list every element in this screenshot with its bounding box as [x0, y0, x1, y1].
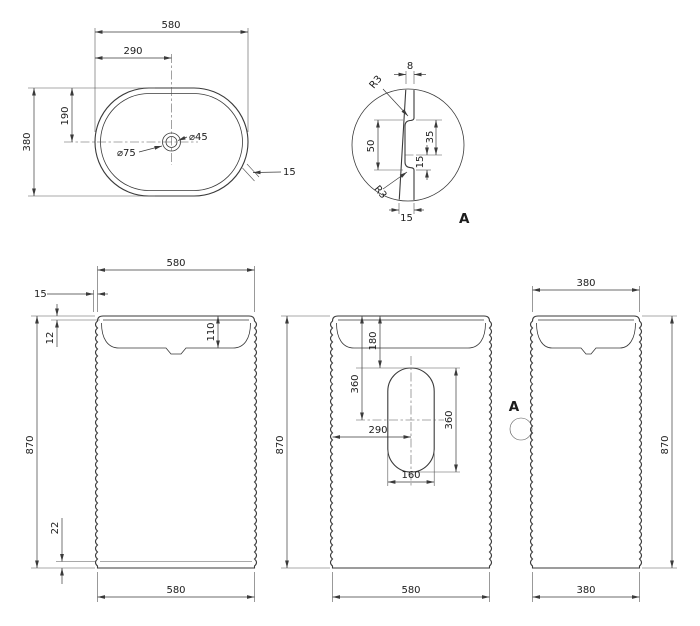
plan-outline — [64, 54, 249, 197]
front-right-fluted-edge — [253, 320, 258, 567]
tap-diameter-label: ⌀45 — [189, 132, 208, 143]
detail-circle — [351, 88, 465, 202]
front-dimensions — [31, 266, 255, 602]
front-bottom-edge — [96, 565, 256, 569]
rear-basin-line — [336, 322, 486, 349]
plan-center-x-label: 290 — [123, 46, 142, 57]
plan-dimensions — [28, 28, 282, 197]
drain-diameter-label: ⌀75 — [117, 148, 136, 159]
side-width-top-label: 380 — [576, 278, 595, 289]
front-basin-depth-label: 110 — [206, 322, 217, 341]
side-view: 380 870 380 A — [509, 278, 677, 602]
side-top-edge — [531, 315, 641, 322]
wall-top-thickness-label: 8 — [407, 61, 413, 72]
rear-height-label: 870 — [275, 435, 286, 454]
front-width-bottom-label: 580 — [166, 585, 185, 596]
rear-view: 180 360 360 290 160 870 580 — [275, 315, 493, 602]
rear-opening-top-offset-label: 180 — [368, 331, 379, 350]
rear-dimensions — [281, 315, 490, 602]
plan-view: 580 290 190 380 ⌀75 ⌀45 15 — [22, 20, 296, 197]
side-detail-callout-label: A — [509, 399, 520, 415]
detail-dimensions — [374, 71, 442, 214]
front-outline — [94, 315, 258, 569]
groove-lower-label: 15 — [415, 156, 426, 169]
front-top-edge — [96, 315, 256, 322]
side-height-label: 870 — [660, 435, 671, 454]
wall-outer-face — [398, 89, 407, 201]
plan-rim-width-label: 15 — [283, 167, 296, 178]
side-dimensions — [532, 286, 677, 602]
front-flute-depth-label: 15 — [34, 289, 47, 300]
groove-height-label: 50 — [366, 140, 377, 153]
front-base-height-label: 22 — [50, 522, 61, 535]
side-bottom-edge — [531, 565, 641, 569]
rear-bottom-edge — [331, 565, 491, 569]
rear-opening-height-label: 360 — [444, 410, 455, 429]
front-basin-line — [101, 322, 251, 355]
detail-view: 8 R3 R3 50 35 15 15 A — [351, 61, 470, 227]
side-outline — [509, 315, 643, 569]
rear-opening-width-label: 160 — [401, 470, 420, 481]
groove-upper-label: 35 — [425, 131, 436, 144]
rear-opening-center-x-label: 290 — [368, 425, 387, 436]
rear-width-bottom-label: 580 — [401, 585, 420, 596]
rear-top-edge — [331, 315, 491, 322]
plan-center-y-label: 190 — [60, 106, 71, 125]
front-height-label: 870 — [25, 435, 36, 454]
fillet-bottom-label: R3 — [371, 184, 388, 201]
rear-opening-center-offset-label: 360 — [350, 374, 361, 393]
wall-bottom-thickness-label: 15 — [400, 213, 413, 224]
plan-depth-label: 380 — [22, 132, 33, 151]
detail-callout-circle — [509, 417, 533, 441]
detail-section — [398, 89, 415, 201]
front-width-top-label: 580 — [166, 258, 185, 269]
fillet-top-label: R3 — [368, 74, 385, 91]
rear-right-fluted-edge — [488, 320, 493, 567]
wall-grooved-face — [404, 89, 415, 201]
side-right-fluted-edge — [638, 320, 643, 567]
side-width-bottom-label: 380 — [576, 585, 595, 596]
side-left-fluted-edge — [529, 320, 534, 567]
front-view: 580 15 12 110 870 22 580 — [25, 258, 258, 602]
rear-outline — [329, 315, 493, 569]
rear-left-fluted-edge — [329, 320, 334, 567]
detail-title-label: A — [459, 211, 470, 227]
front-left-fluted-edge — [94, 320, 99, 567]
plan-width-label: 580 — [161, 20, 180, 31]
front-rim-thickness-label: 12 — [45, 332, 56, 345]
side-basin-line — [536, 322, 636, 355]
